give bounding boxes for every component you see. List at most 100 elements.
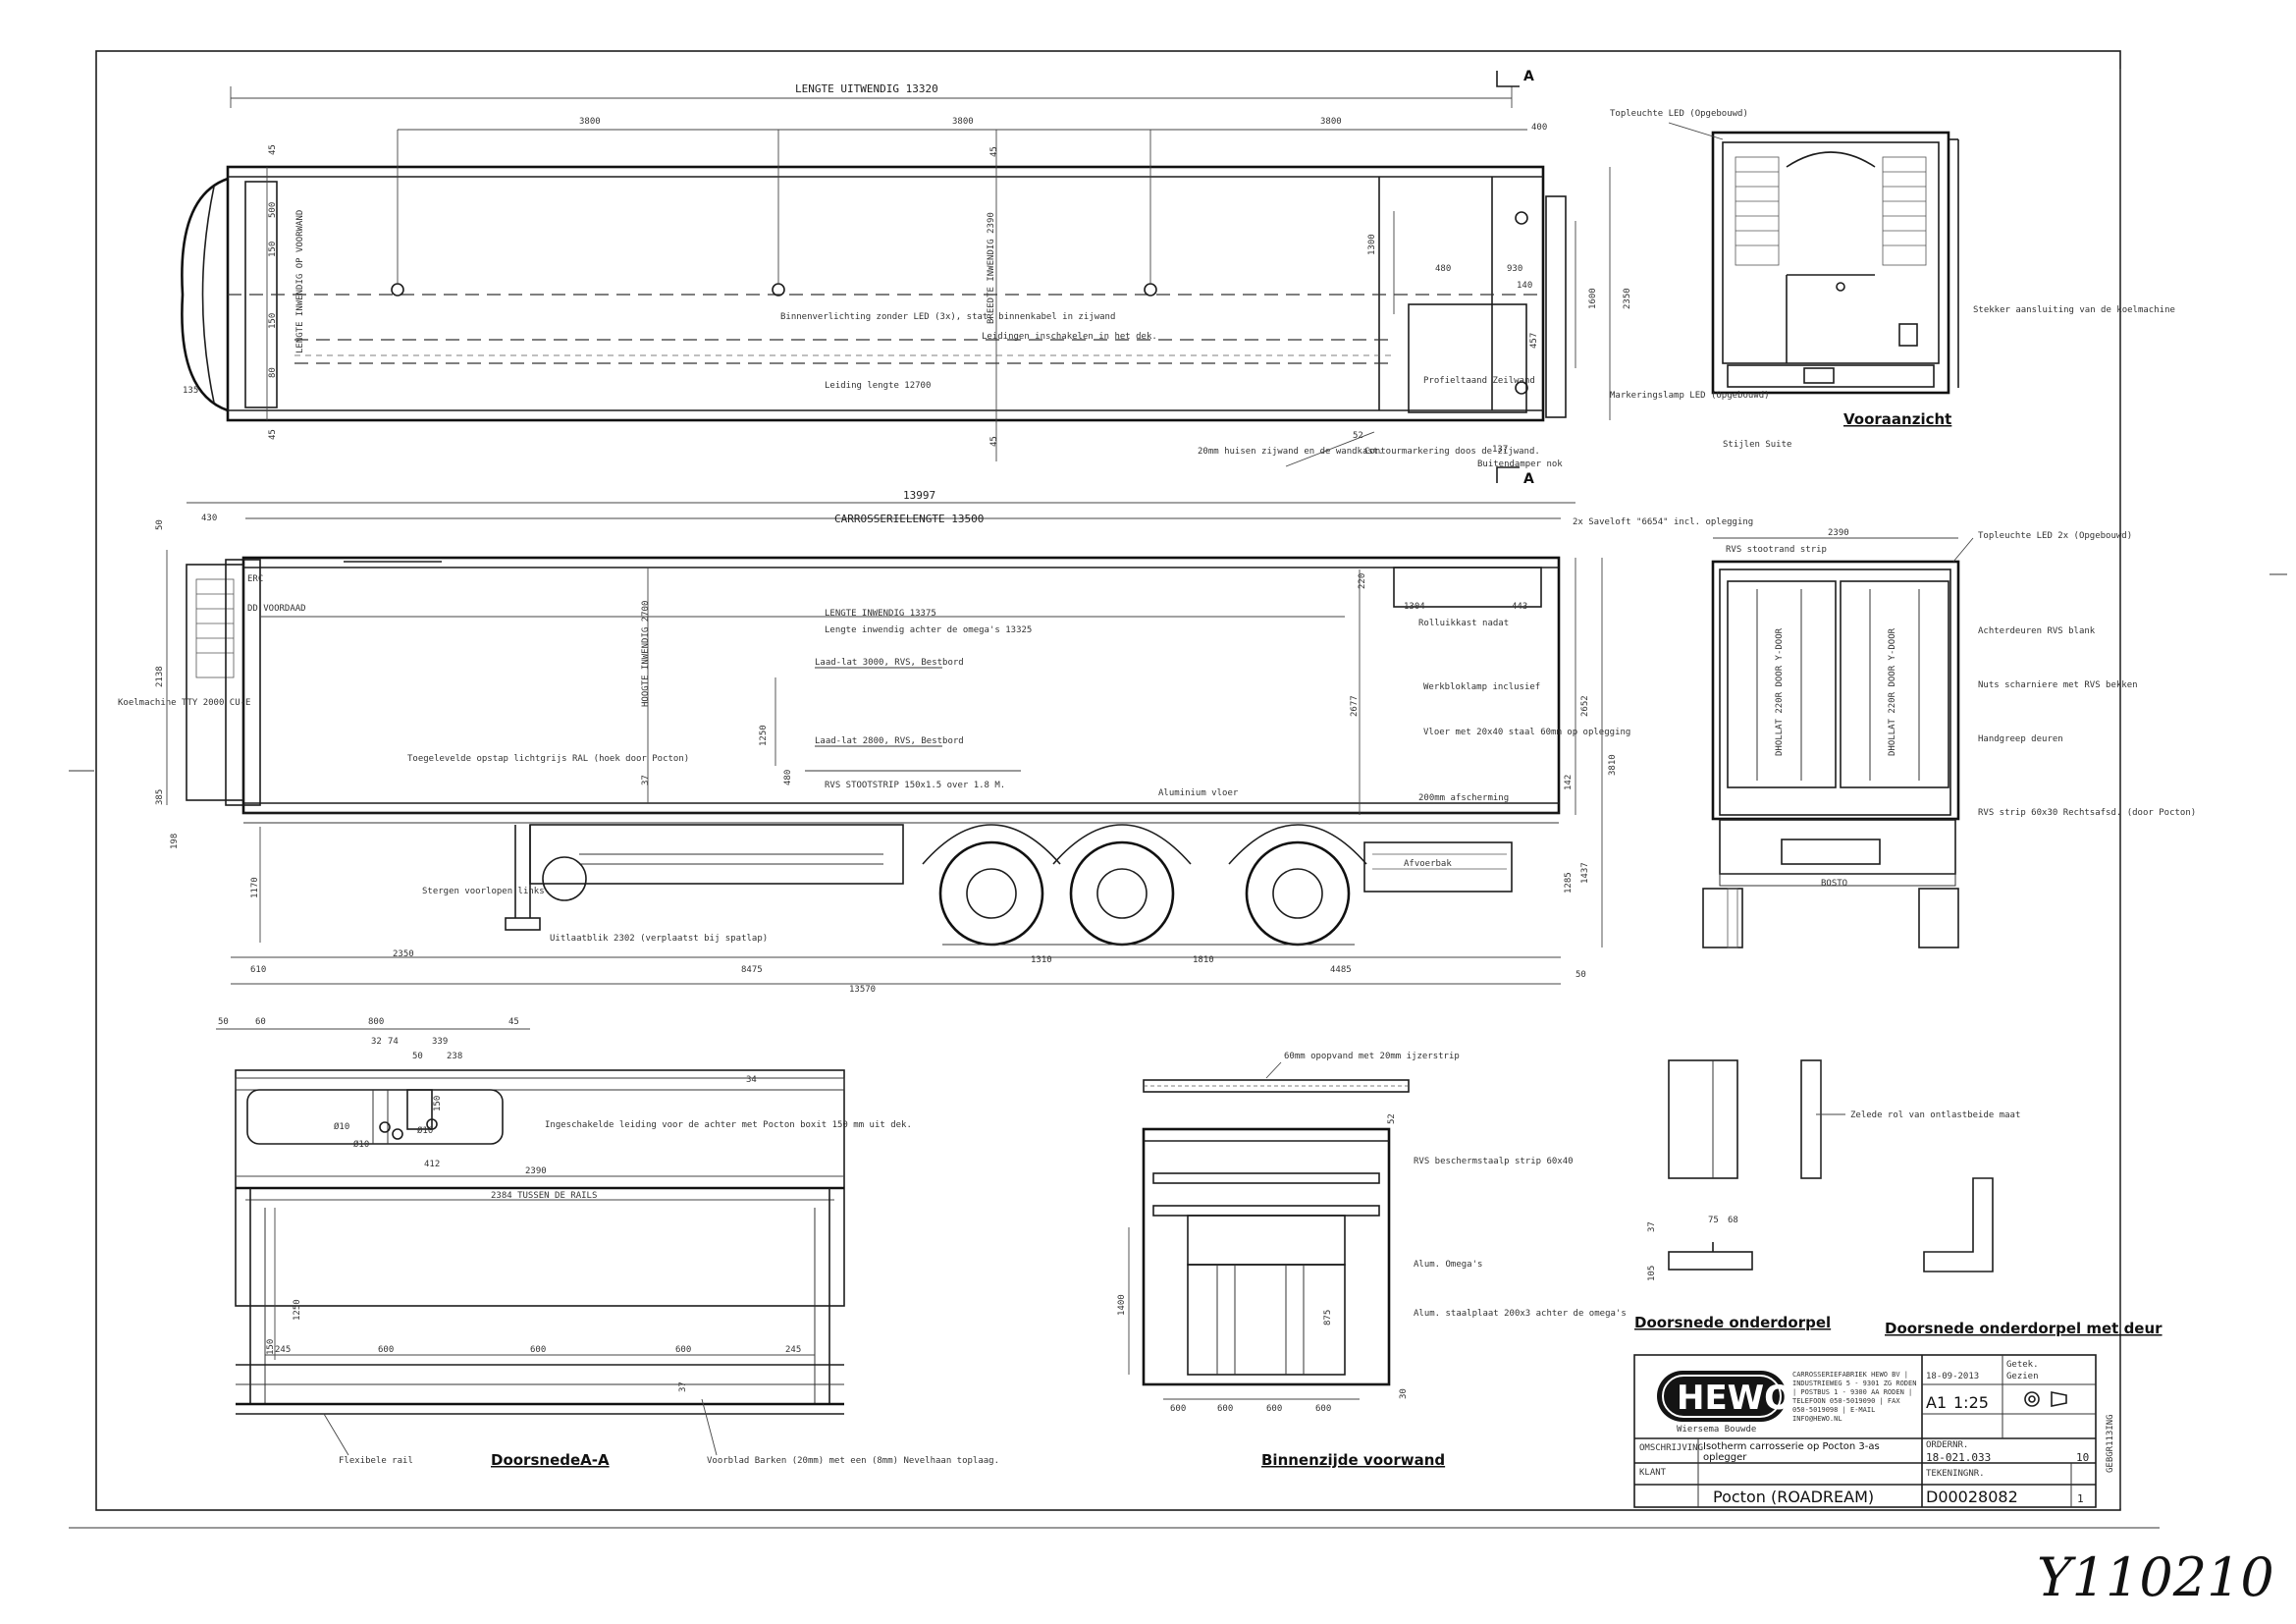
inner-note-top: 60mm opopvand met 20mm ijzerstrip — [1284, 1052, 1460, 1061]
side-inner-length: LENGTE INWENDIG 13375 — [825, 609, 936, 619]
side-note-tube: Werkbloklamp inclusief — [1423, 682, 1540, 692]
top-right-dim-140: 140 — [1517, 281, 1532, 291]
side-bottom-dim-610: 610 — [250, 965, 266, 975]
top-right-dim-480: 480 — [1435, 264, 1451, 274]
side-left-dim-1170: 1170 — [250, 877, 260, 898]
tb-side-code: GEBGR113ING — [2106, 1414, 2115, 1473]
wheel-icon — [1245, 840, 1351, 947]
side-note-box: Rolluikkast nadat — [1418, 619, 1509, 628]
top-wiring-length: Leiding lengte 12700 — [825, 381, 931, 391]
tb-client: Pocton (ROADREAM) — [1713, 1488, 1874, 1506]
rear-label-strip2: RVS strip 60x30 Rechtsafsd. (door Pocton… — [1978, 808, 2196, 818]
side-bottom-dim-50: 50 — [1575, 970, 1586, 980]
side-inner-length-note: Lengte inwendig achter de omega's 13325 — [825, 625, 1032, 635]
handwritten-note: Y110210 — [2037, 1546, 2274, 1608]
sec-diam-2: Ø10 — [353, 1139, 369, 1150]
top-right-dim-1600: 1600 — [1588, 288, 1598, 309]
rear-label-strip: RVS stootrand strip — [1726, 545, 1827, 555]
side-mid-1250: 1250 — [759, 725, 769, 746]
sec-bottom-dim-3: 600 — [530, 1345, 546, 1355]
side-body-length: CARROSSERIELENGTE 13500 — [834, 513, 984, 525]
side-bottom-dim-1810: 1810 — [1193, 955, 1214, 965]
section-mark-a-top: A — [1523, 69, 1534, 84]
sec-rails-label: 2384 TUSSEN DE RAILS — [491, 1191, 597, 1201]
inner-front-title: Binnenzijde voorwand — [1261, 1451, 1445, 1469]
sec-note-floor: Flexibele rail — [339, 1456, 413, 1466]
sec-top-dim-50: 50 — [218, 1017, 229, 1027]
top-light-note: Binnenverlichting zonder LED (3x), stat.… — [780, 312, 1115, 322]
rear-label-door2: Nuts scharniere met RVS bekken — [1978, 680, 2138, 690]
logo-text: HEWO — [1677, 1379, 1792, 1418]
side-label-cold: Koelmachine TTY 2000 CU-E — [118, 698, 250, 708]
side-rail-2: Laad-lat 2800, RVS, Bestbord — [815, 736, 964, 746]
tb-drawing-no: D00028082 — [1926, 1488, 2018, 1506]
section-aa-title: DoorsnedeA-A — [491, 1451, 610, 1469]
tb-drawn: Getek. — [2006, 1360, 2039, 1370]
top-view: LENGTE UITWENDIG 13320 3800 3800 3800 40… — [181, 69, 1632, 487]
side-right-dim-1437: 1437 — [1580, 862, 1590, 884]
top-vertical-left: LENGTE INWENDIG OP VOORWAND — [295, 210, 305, 353]
top-dim-2: 3800 — [952, 117, 974, 127]
inner-dim-4: 600 — [1315, 1404, 1331, 1414]
sec-top-dim-412: 412 — [424, 1160, 440, 1169]
side-right-dim-3810: 3810 — [1608, 754, 1618, 776]
side-floor-2: Aluminium vloer — [1158, 788, 1239, 798]
inner-note-rvs: RVS beschermstaalp strip 60x40 — [1414, 1157, 1574, 1166]
side-bottom-dim-2350: 2350 — [393, 949, 414, 959]
side-bottom-dim-13570: 13570 — [849, 985, 876, 995]
wheel-icon — [938, 840, 1044, 947]
detail-note-mark: Zelede rol van ontlastbeide maat — [1850, 1110, 2020, 1120]
side-note-straps: Toegelevelde opstap lichtgrijs RAL (hoek… — [407, 754, 689, 764]
side-left-dim-50: 50 — [155, 519, 165, 530]
sec-top-dim-45: 45 — [508, 1017, 519, 1027]
side-bottom-dim-8475: 8475 — [741, 965, 763, 975]
side-view: 13997 CARROSSERIELENGTE 13500 430 ERC DD… — [118, 489, 1753, 995]
top-note-profile: Profieltaand Zeilwand — [1423, 376, 1535, 386]
side-dim-1304: 1304 — [1404, 602, 1425, 612]
top-right-dim-930: 930 — [1507, 264, 1522, 274]
side-note-stamp: 2x Saveloft "6654" incl. oplegging — [1573, 517, 1753, 527]
rear-view: 2390 DHOLLAT 220R DOOR Y-DOOR DHOLLAT 22… — [1702, 528, 2196, 948]
sec-top-dim-74: 74 — [388, 1037, 399, 1047]
detail-dim-37: 37 — [1647, 1221, 1657, 1232]
side-rail-1: Laad-lat 3000, RVS, Bestbord — [815, 658, 964, 668]
top-dim-4: 400 — [1531, 123, 1547, 133]
side-note-drain: Afvoerbak — [1404, 859, 1452, 869]
sec-top-dim-238: 238 — [447, 1052, 462, 1061]
tb-sheet: 10 — [2076, 1451, 2089, 1464]
tb-order: 18-021.033 — [1926, 1451, 1991, 1464]
top-note-contour: Contourmarkering doos de zijwand. — [1364, 447, 1540, 457]
tb-description: Isotherm carrosserie op Pocton 3-as ople… — [1703, 1441, 1880, 1463]
top-right-dim-457: 457 — [1529, 333, 1539, 349]
top-mid-45a: 45 — [989, 146, 999, 157]
detail-dim-75: 75 — [1708, 1216, 1719, 1225]
sec-top-dim-150: 150 — [433, 1096, 443, 1111]
front-label-right: Stekker aansluiting van de koelmachine — [1973, 305, 2175, 315]
top-dim-1: 3800 — [579, 117, 601, 127]
lamp-icon — [1515, 381, 1528, 395]
sec-left-dim-1250: 1250 — [293, 1299, 302, 1321]
inner-right-val-2: 875 — [1323, 1310, 1333, 1326]
tb-order-label: ORDERNR. — [1926, 1440, 1968, 1450]
side-left-dim-198: 198 — [170, 834, 180, 849]
sec-diam-1: Ø10 — [334, 1121, 349, 1132]
top-vertical-mid: BREEDTE INWENDIG 2390 — [987, 212, 996, 324]
side-right-dim-2652: 2652 — [1580, 695, 1590, 717]
sec-top-dim-50b: 50 — [412, 1052, 423, 1061]
company-address: CARROSSERIEFABRIEK HEWO BV | INDUSTRIEWE… — [1792, 1371, 1917, 1423]
side-dim-443: 443 — [1512, 602, 1527, 612]
lamp-icon — [391, 283, 404, 297]
top-bottom-dim-52: 52 — [1353, 431, 1363, 441]
side-mid-480: 480 — [783, 770, 793, 785]
side-left-dim-430: 430 — [201, 514, 217, 523]
top-right-dim-1300: 1300 — [1367, 234, 1377, 255]
sec-note-cable: Ingeschakelde leiding voor de achter met… — [545, 1120, 912, 1130]
rear-label-handle: Handgreep deuren — [1978, 734, 2063, 744]
sec-right-val: 37 — [678, 1381, 688, 1392]
section-aa: 50 60 800 45 32 74 339 50 238 150 412 Ø1… — [216, 1017, 999, 1469]
side-bottom-dim-4485: 4485 — [1330, 965, 1352, 975]
inner-dim-3: 600 — [1266, 1404, 1282, 1414]
side-mark-erc: ERC — [247, 574, 263, 584]
top-dim-3: 3800 — [1320, 117, 1342, 127]
sec-bottom-dim-5: 245 — [785, 1345, 801, 1355]
